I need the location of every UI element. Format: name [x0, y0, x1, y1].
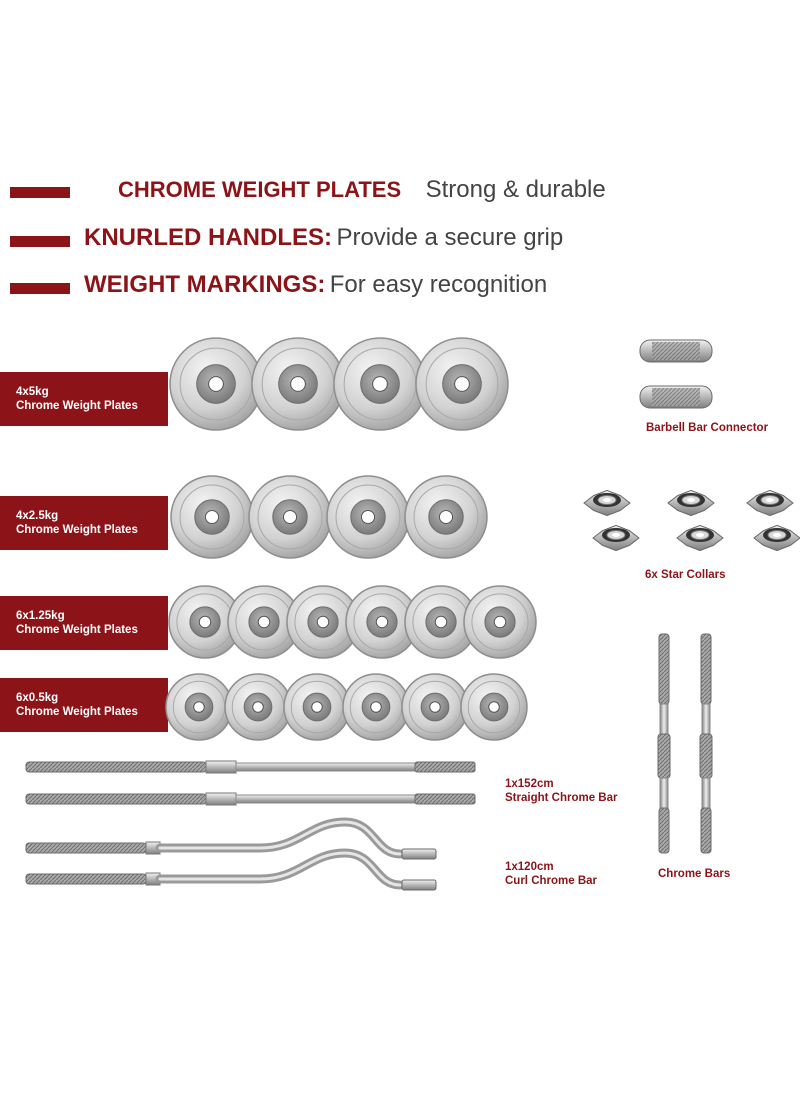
weight-plate — [170, 475, 254, 559]
plate-label-name: Chrome Weight Plates — [16, 524, 138, 536]
weight-plate — [168, 585, 242, 659]
weight-plate — [342, 673, 410, 741]
weight-plate — [251, 337, 345, 431]
weight-plate — [283, 673, 351, 741]
plate-label-name: Chrome Weight Plates — [16, 624, 138, 636]
weight-plate — [460, 673, 528, 741]
star-collar — [746, 489, 794, 517]
barbell-bar-connector — [639, 385, 713, 409]
weight-plate — [333, 337, 427, 431]
plate-label-name: Chrome Weight Plates — [16, 706, 138, 718]
weight-plate — [169, 337, 263, 431]
plates-group — [165, 337, 537, 741]
plate-label-count: 6x1.25kg — [16, 610, 65, 622]
header-line-2-rest: Provide a secure grip — [336, 224, 564, 251]
weight-plate — [404, 475, 488, 559]
header-line-3-strong: WEIGHT MARKINGS: — [84, 271, 326, 298]
header-line-1: CHROME WEIGHT PLATES Strong & durable — [118, 176, 606, 204]
header-accent-bar-3 — [10, 283, 70, 294]
star-collar — [583, 489, 631, 517]
header-line-3-rest: For easy recognition — [329, 271, 548, 298]
plate-label-count: 4x5kg — [16, 386, 49, 398]
weight-plate — [345, 585, 419, 659]
curl-bar-count: 1x120cm — [505, 861, 554, 873]
header-line-1-strong: CHROME WEIGHT PLATES — [118, 177, 402, 202]
straight-chrome-bar — [25, 792, 476, 806]
plate-label-count: 6x0.5kg — [16, 692, 59, 704]
weight-plate — [286, 585, 360, 659]
collars-caption: 6x Star Collars — [645, 569, 726, 581]
plate-label-5kg: 4x5kg Chrome Weight Plates — [0, 372, 168, 426]
star-collar — [676, 524, 724, 552]
header-accent-bar-2 — [10, 236, 70, 247]
weight-plate — [415, 337, 509, 431]
curl-bar-name: Curl Chrome Bar — [505, 875, 598, 887]
header-line-2-strong: KNURLED HANDLES: — [84, 224, 332, 251]
connector-caption: Barbell Bar Connector — [646, 422, 769, 434]
header-line-2: KNURLED HANDLES: Provide a secure grip — [84, 224, 563, 252]
weight-plate — [224, 673, 292, 741]
plate-label-name: Chrome Weight Plates — [16, 400, 138, 412]
bars-group — [25, 633, 713, 891]
straight-bar-name: Straight Chrome Bar — [505, 792, 618, 804]
weight-plate — [463, 585, 537, 659]
weight-plate — [401, 673, 469, 741]
chrome-dumbbell-bar — [657, 633, 671, 854]
plate-label-2-5kg: 4x2.5kg Chrome Weight Plates — [0, 496, 168, 550]
header-line-3: WEIGHT MARKINGS: For easy recognition — [84, 271, 547, 299]
star-collar — [592, 524, 640, 552]
star-collar — [667, 489, 715, 517]
curl-chrome-bar — [25, 817, 437, 860]
star-collar — [753, 524, 800, 552]
weight-plate — [248, 475, 332, 559]
plate-label-1-25kg: 6x1.25kg Chrome Weight Plates — [0, 596, 168, 650]
barbell-bar-connector — [639, 339, 713, 363]
header-line-1-rest: Strong & durable — [425, 176, 606, 203]
plate-label-count: 4x2.5kg — [16, 510, 59, 522]
straight-bar-count: 1x152cm — [505, 778, 554, 790]
chrome-bars-caption: Chrome Bars — [658, 868, 731, 880]
plate-label-0-5kg: 6x0.5kg Chrome Weight Plates — [0, 678, 168, 732]
weight-plate — [326, 475, 410, 559]
weight-plate — [227, 585, 301, 659]
header-accent-bar-1 — [10, 187, 70, 198]
curl-chrome-bar — [25, 848, 437, 891]
straight-chrome-bar — [25, 760, 476, 774]
chrome-dumbbell-bar — [699, 633, 713, 854]
weight-plate — [165, 673, 233, 741]
accessories-group — [583, 339, 800, 552]
